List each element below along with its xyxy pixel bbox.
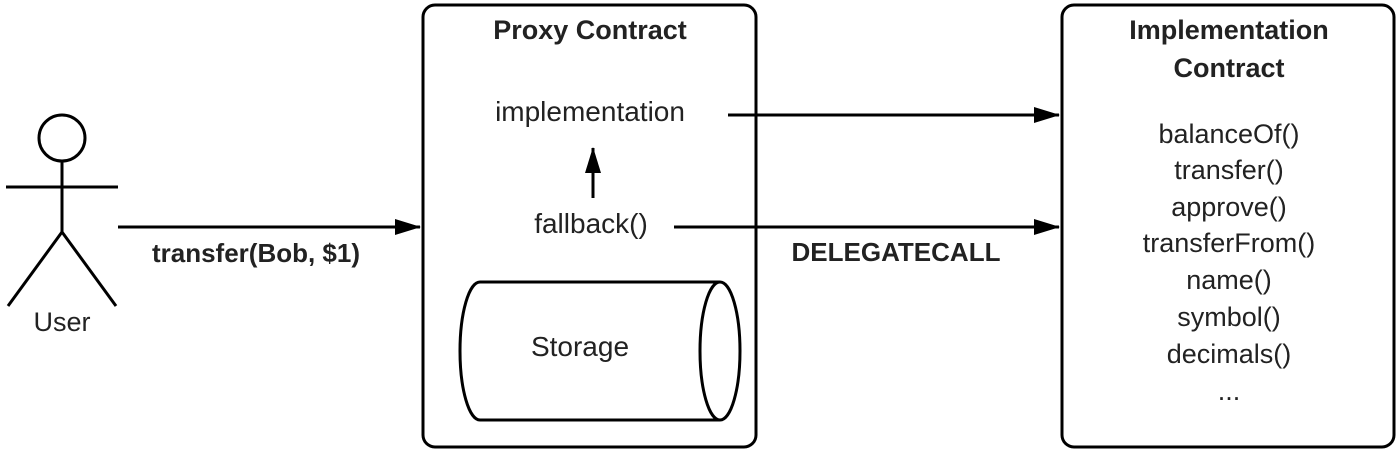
function-item: symbol() [1177,302,1281,332]
function-item-ellipsis: ... [1218,376,1241,406]
user-actor-icon [6,113,118,307]
implementation-contract-title-line1: Implementation [1129,15,1329,45]
function-item: transfer() [1174,155,1284,185]
implementation-contract-title-line2: Contract [1173,53,1284,83]
function-item: name() [1186,265,1272,295]
delegatecall-label: DELEGATECALL [792,237,1001,267]
storage-label: Storage [531,331,629,362]
implementation-contract-box [1060,3,1396,449]
function-item: decimals() [1167,339,1292,369]
function-list: balanceOf() transfer() approve() transfe… [1143,119,1316,406]
implementation-slot-label: implementation [495,96,685,127]
fallback-function-label: fallback() [534,208,648,239]
storage-cylinder-icon [458,280,742,422]
proxy-contract-title: Proxy Contract [493,15,687,45]
function-item: transferFrom() [1143,228,1316,258]
function-item: balanceOf() [1158,119,1299,149]
function-item: approve() [1171,192,1287,222]
user-label: User [33,307,90,337]
call-label: transfer(Bob, $1) [152,238,360,268]
